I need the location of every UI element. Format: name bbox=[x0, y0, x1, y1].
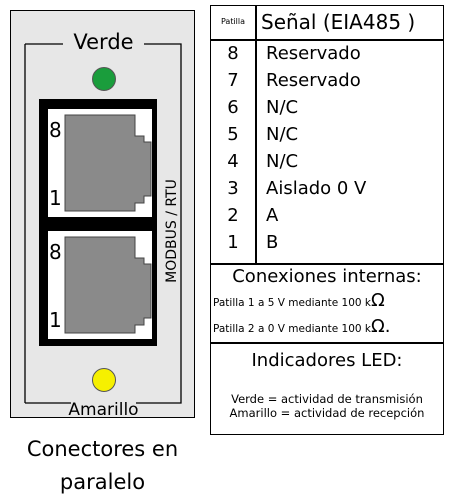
table-row: 2 A bbox=[211, 203, 443, 229]
table-row: 1 B bbox=[211, 230, 443, 256]
led-indicator-note-yellow: Amarillo = actividad de recepción bbox=[229, 406, 425, 420]
pin-signal: A bbox=[266, 205, 279, 226]
pin-number: 5 bbox=[227, 124, 239, 145]
pin-signal: B bbox=[266, 232, 279, 253]
pin-signal: Reservado bbox=[266, 43, 361, 64]
ohm-symbol: Ω. bbox=[371, 316, 391, 337]
internal-connection-note-text: Patilla 2 a 0 V mediante 100 k bbox=[213, 323, 371, 335]
pin-signal: Reservado bbox=[266, 70, 361, 91]
table-row: 5 N/C bbox=[211, 122, 443, 148]
pin-number: 7 bbox=[227, 70, 239, 91]
internal-connection-note: Patilla 1 a 5 V mediante 100 kΩ bbox=[213, 291, 385, 313]
rj45-port-upper: 8 1 bbox=[48, 109, 152, 217]
port-lower-pin-1-label: 1 bbox=[49, 308, 62, 332]
table-header-divider bbox=[211, 39, 443, 41]
green-led-indicator bbox=[92, 67, 116, 91]
pin-number: 3 bbox=[227, 178, 239, 199]
pin-signal: N/C bbox=[266, 124, 299, 145]
table-row: 7 Reservado bbox=[211, 68, 443, 94]
parallel-connectors-caption: Conectores en paralelo bbox=[10, 433, 195, 499]
caption-line-1: Conectores en bbox=[26, 437, 179, 461]
internal-connection-note-text: Patilla 1 a 5 V mediante 100 k bbox=[213, 297, 371, 309]
rj45-port-lower: 8 1 bbox=[48, 231, 152, 339]
table-row: 6 N/C bbox=[211, 95, 443, 121]
table-row: 8 Reservado bbox=[211, 41, 443, 67]
led-indicator-note-green: Verde = actividad de transmisión bbox=[231, 392, 423, 406]
ohm-symbol: Ω bbox=[371, 290, 385, 311]
table-row: 3 Aislado 0 V bbox=[211, 176, 443, 202]
green-led-label: Verde bbox=[73, 30, 134, 54]
pinout-table: Patilla Señal (EIA485 ) 8 Reservado 7 Re… bbox=[210, 5, 444, 435]
pin-number: 6 bbox=[227, 97, 239, 118]
pin-number: 2 bbox=[227, 205, 239, 226]
internal-connections-heading: Conexiones internas: bbox=[232, 266, 422, 287]
internal-connection-note: Patilla 2 a 0 V mediante 100 kΩ. bbox=[213, 317, 390, 339]
rj45-socket-icon bbox=[64, 236, 152, 334]
pin-number: 8 bbox=[227, 43, 239, 64]
pin-number: 4 bbox=[227, 151, 239, 172]
caption-line-2: paralelo bbox=[59, 470, 146, 494]
table-led-section-divider bbox=[211, 342, 443, 344]
yellow-led-indicator bbox=[92, 368, 116, 392]
rj45-connector-block: 8 1 8 1 bbox=[39, 99, 157, 346]
pin-signal: Aislado 0 V bbox=[266, 178, 367, 199]
signal-column-header: Señal (EIA485 ) bbox=[261, 10, 416, 34]
table-row: 4 N/C bbox=[211, 149, 443, 175]
yellow-led-label: Amarillo bbox=[68, 400, 139, 420]
connector-module-panel: Verde 8 1 8 1 MODBUS / RTU Amarillo bbox=[10, 10, 195, 420]
pin-number: 1 bbox=[227, 232, 239, 253]
port-upper-pin-8-label: 8 bbox=[49, 118, 62, 142]
port-lower-pin-8-label: 8 bbox=[49, 240, 62, 264]
pin-column-header: Patilla bbox=[220, 17, 246, 26]
table-section-divider bbox=[211, 263, 443, 265]
pin-signal: N/C bbox=[266, 151, 299, 172]
pin-signal: N/C bbox=[266, 97, 299, 118]
port-upper-pin-1-label: 1 bbox=[49, 186, 62, 210]
rj45-socket-icon bbox=[64, 109, 152, 212]
table-column-divider bbox=[255, 6, 257, 263]
module-frame-outline bbox=[24, 43, 182, 404]
led-indicators-heading: Indicadores LED: bbox=[251, 350, 403, 371]
